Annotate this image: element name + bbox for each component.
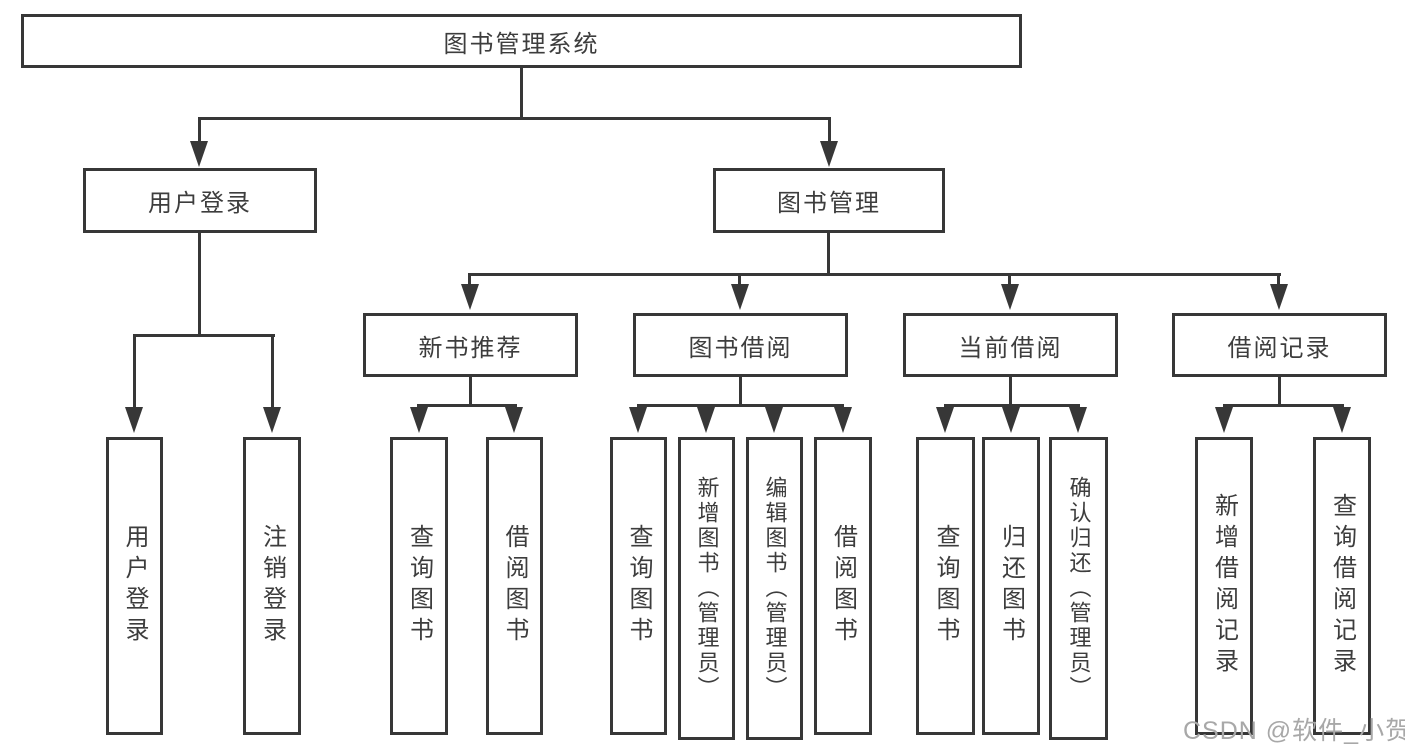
leaf-label: 归还图书 (997, 524, 1025, 648)
connector-level3-bar (468, 273, 1281, 276)
arrowhead-down-icon (263, 407, 281, 433)
arrowhead-down-icon (1069, 407, 1087, 433)
node-borrow-records: 借阅记录 (1172, 313, 1387, 377)
leaf-edit-book-admin: 编辑图书（管理员） (746, 437, 803, 740)
connector-book-mgmt-stub (827, 233, 830, 276)
connector-shaft (468, 273, 471, 286)
leaf-label: 查询借阅记录 (1328, 493, 1356, 679)
leaf-label: 新增借阅记录 (1210, 493, 1238, 679)
leaf-query-books: 查询图书 (916, 437, 975, 735)
leaf-label: 查询图书 (625, 524, 652, 648)
leaf-borrow-books: 借阅图书 (486, 437, 543, 735)
connector-shaft (1008, 273, 1011, 286)
connector-bar (944, 404, 1080, 407)
connector-bar (637, 404, 844, 407)
leaf-confirm-return-admin: 确认归还（管理员） (1049, 437, 1108, 740)
arrowhead-down-icon (125, 407, 143, 433)
arrowhead-down-icon (765, 407, 783, 433)
arrowhead-down-icon (1001, 284, 1019, 310)
leaf-add-book-admin: 新增图书（管理员） (678, 437, 735, 740)
arrowhead-down-icon (629, 407, 647, 433)
arrowhead-down-icon (697, 407, 715, 433)
connector-bar (417, 404, 517, 407)
leaf-add-borrow-record: 新增借阅记录 (1195, 437, 1253, 735)
leaf-label: 编辑图书（管理员） (762, 476, 788, 701)
connector-book-mgmt-shaft (828, 117, 831, 144)
leaf-query-books: 查询图书 (610, 437, 667, 735)
node-user-login: 用户登录 (83, 168, 317, 233)
leaf-user-login: 用户登录 (106, 437, 163, 735)
arrowhead-down-icon (1215, 407, 1233, 433)
connector-user-login-shaft (198, 117, 201, 144)
leaf-label: 借阅图书 (501, 524, 528, 648)
leaf-return-books: 归还图书 (982, 437, 1040, 735)
node-new-book-recommend: 新书推荐 (363, 313, 578, 377)
node-library-management-system: 图书管理系统 (21, 14, 1022, 68)
arrowhead-down-icon (410, 407, 428, 433)
leaf-label: 用户登录 (121, 524, 148, 648)
leaf-label: 借阅图书 (829, 524, 857, 648)
arrowhead-down-icon (461, 284, 479, 310)
node-current-borrowing: 当前借阅 (903, 313, 1118, 377)
leaf-logout: 注销登录 (243, 437, 301, 735)
connector-stub (739, 377, 742, 407)
arrowhead-down-icon (820, 141, 838, 167)
arrowhead-down-icon (1333, 407, 1351, 433)
arrowhead-down-icon (834, 407, 852, 433)
leaf-label: 查询图书 (405, 524, 433, 648)
node-book-borrowing: 图书借阅 (633, 313, 848, 377)
arrowhead-down-icon (505, 407, 523, 433)
arrowhead-down-icon (936, 407, 954, 433)
connector-stub (469, 377, 472, 407)
connector-stub (1278, 377, 1281, 407)
node-book-management: 图书管理 (713, 168, 945, 233)
csdn-watermark: CSDN @软件_小贺同学 (1183, 717, 1405, 745)
connector-user-login-stub (198, 233, 201, 337)
arrowhead-down-icon (731, 284, 749, 310)
leaf-query-borrow-record: 查询借阅记录 (1313, 437, 1371, 735)
leaf-borrow-books: 借阅图书 (814, 437, 872, 735)
leaf-label: 查询图书 (932, 524, 959, 648)
connector-shaft (738, 273, 741, 286)
connector-shaft (133, 334, 136, 409)
arrowhead-down-icon (1270, 284, 1288, 310)
connector-shaft (1277, 273, 1280, 286)
leaf-label: 注销登录 (258, 524, 286, 648)
connector-root-stub (520, 68, 523, 118)
connector-level2-bar (198, 117, 831, 120)
leaf-query-books: 查询图书 (390, 437, 448, 735)
arrowhead-down-icon (190, 141, 208, 167)
arrowhead-down-icon (1002, 407, 1020, 433)
connector-bar (1223, 404, 1344, 407)
connector-user-login-bar (133, 334, 275, 337)
connector-shaft (271, 334, 274, 409)
connector-stub (1009, 377, 1012, 407)
leaf-label: 新增图书（管理员） (694, 476, 720, 701)
leaf-label: 确认归还（管理员） (1066, 476, 1092, 701)
